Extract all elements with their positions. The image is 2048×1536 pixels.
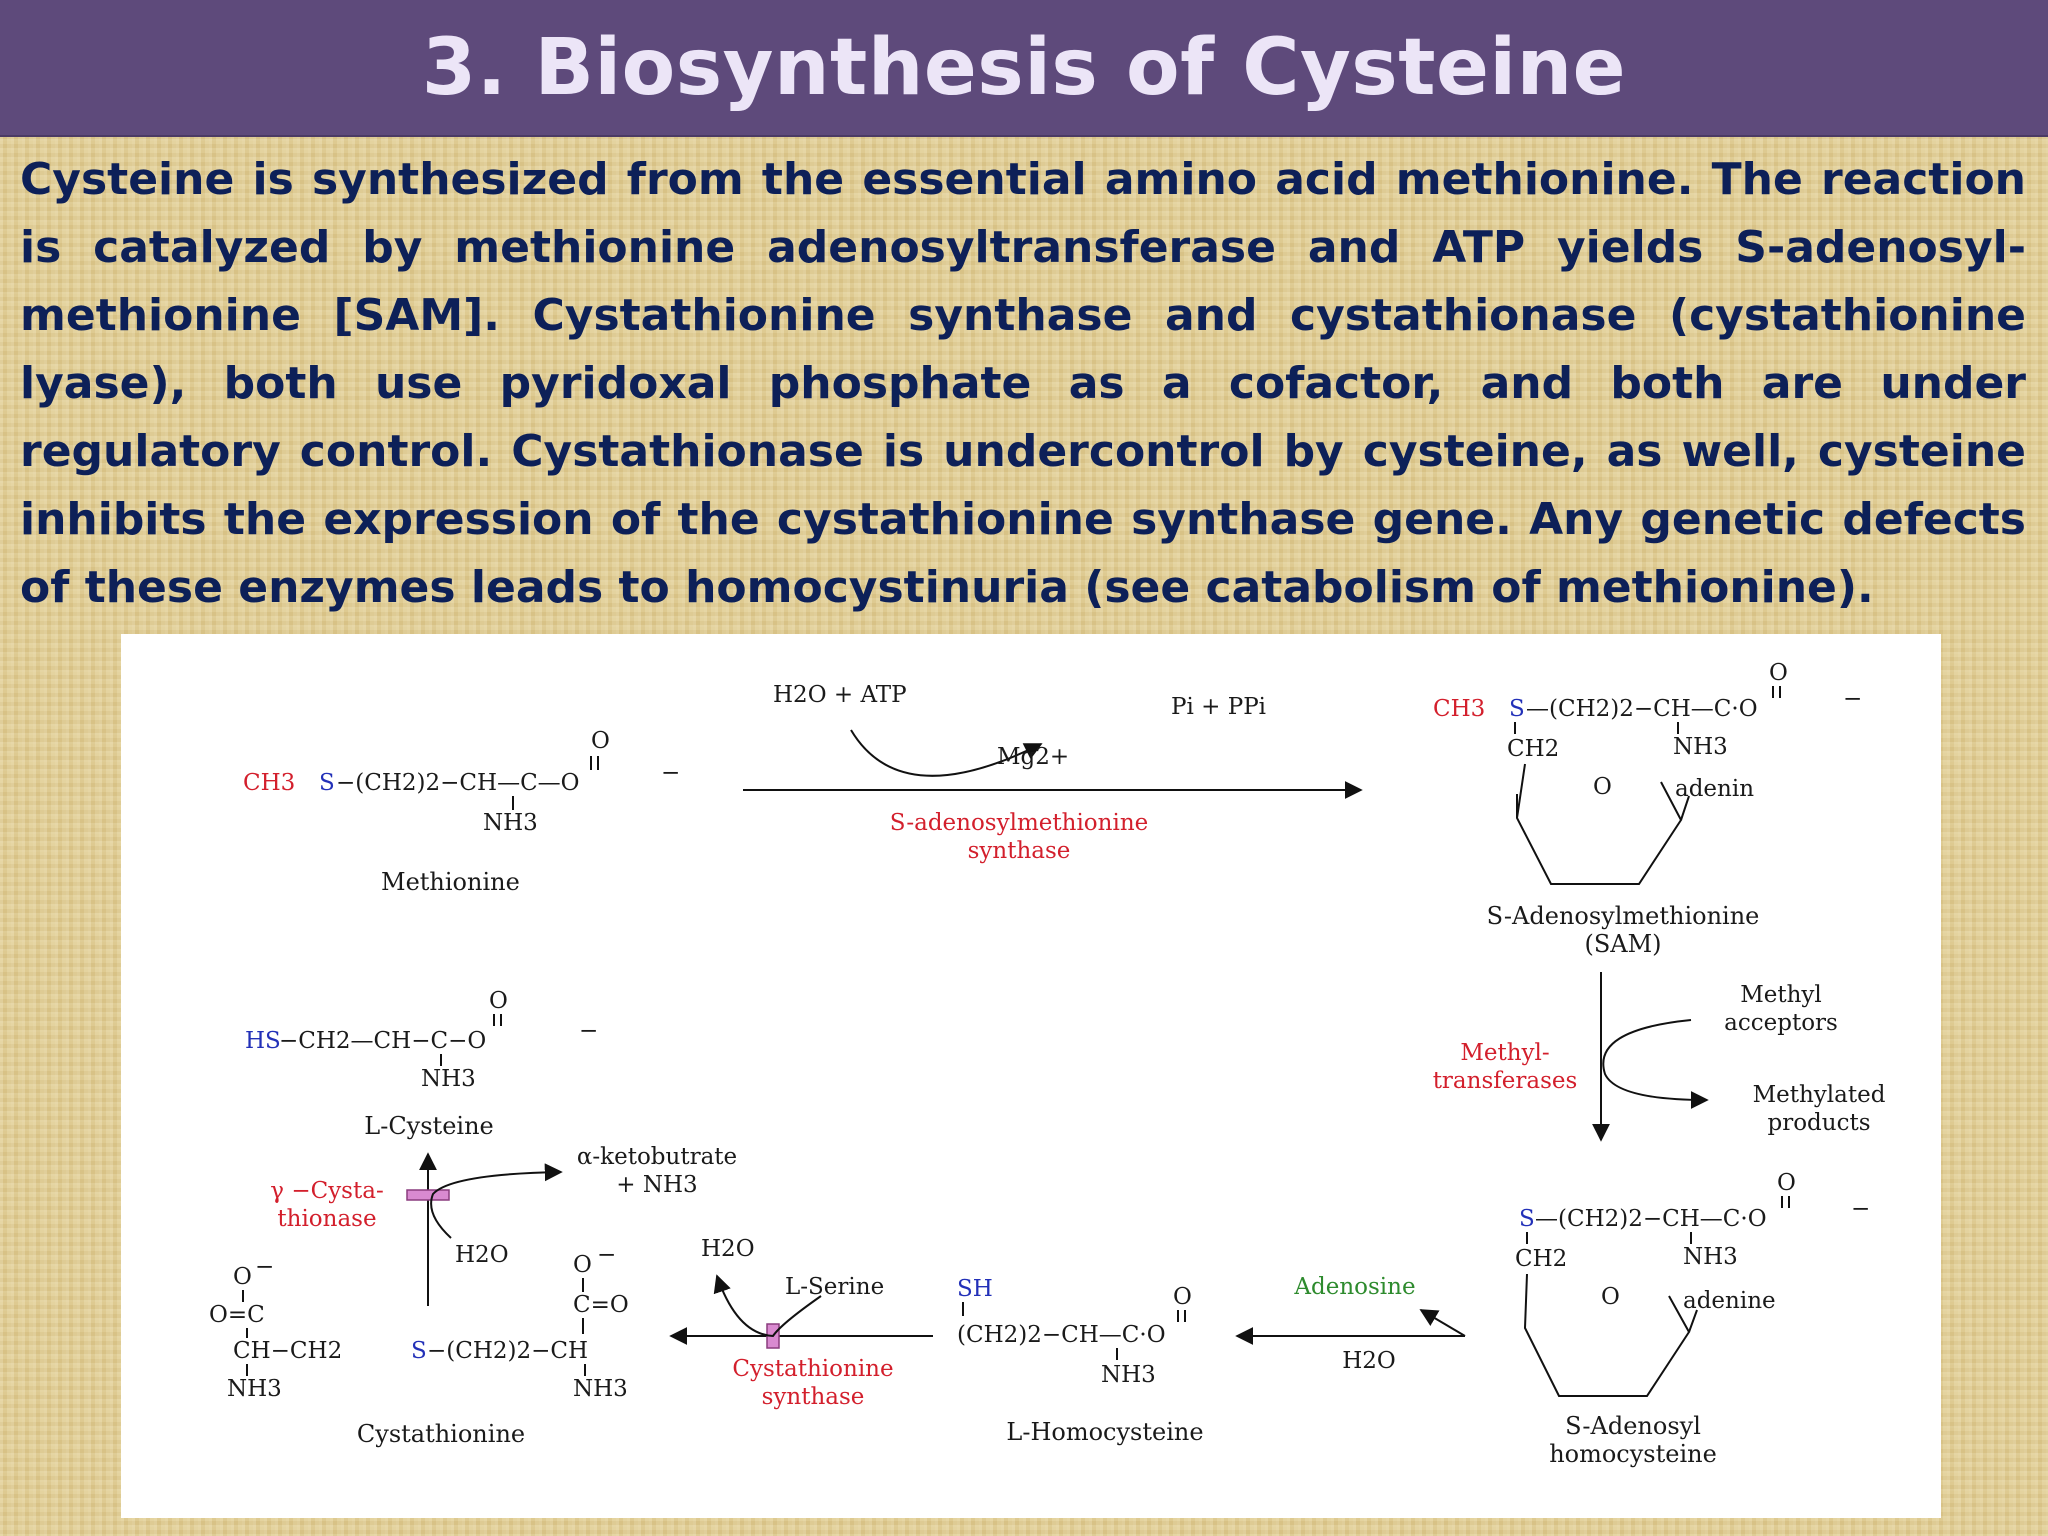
cystathionine-structure: O − O=C CH−CH2 S −(CH2)2−CH O − C=O NH3 … bbox=[209, 1242, 629, 1448]
step5-enzyme-line2: thionase bbox=[277, 1206, 376, 1232]
step4-reaction: H2O L-Serine Cystathionine synthase bbox=[669, 1236, 933, 1410]
methionine-ch3: CH3 bbox=[243, 770, 295, 796]
step3-reaction: Adenosine H2O bbox=[1235, 1274, 1466, 1374]
step2-reaction: Methyl acceptors Methyl- transferases Me… bbox=[1433, 972, 1886, 1142]
svg-text:−: − bbox=[597, 1242, 616, 1268]
step2-enzyme-line2: transferases bbox=[1433, 1068, 1578, 1094]
cysteine-carbonyl-o: O bbox=[489, 988, 508, 1014]
cystathionine-left-nh3: NH3 bbox=[227, 1376, 282, 1402]
step4-enzyme-line1: Cystathionine bbox=[732, 1356, 893, 1382]
homocysteine-structure: SH (CH2)2−CH—C·O O NH3 L-Homocysteine bbox=[957, 1276, 1204, 1446]
cysteine-nh3: NH3 bbox=[421, 1066, 476, 1092]
cystathionine-left-carboxyl: O=C bbox=[209, 1302, 265, 1328]
step5-water: H2O bbox=[455, 1242, 509, 1268]
sah-carbonyl-o: O bbox=[1777, 1170, 1796, 1196]
cysteine-hs: HS bbox=[245, 1028, 281, 1054]
homocysteine-nh3: NH3 bbox=[1101, 1362, 1156, 1388]
sam-ring-o: O bbox=[1593, 774, 1612, 800]
sam-sulfur: S bbox=[1509, 696, 1525, 722]
sam-label-line2: (SAM) bbox=[1584, 930, 1661, 958]
sam-ch3: CH3 bbox=[1433, 696, 1485, 722]
sam-base: adenin bbox=[1675, 776, 1754, 802]
cystathionine-right-o: O bbox=[573, 1252, 592, 1278]
step4-water: H2O bbox=[701, 1236, 755, 1262]
pathway-diagram: CH3 S −(CH2)2−CH—C—O O − NH3 Methionine … bbox=[121, 634, 1941, 1518]
step3-adenosine: Adenosine bbox=[1293, 1274, 1415, 1300]
sah-label-line2: homocysteine bbox=[1549, 1440, 1717, 1468]
methionine-sulfur: S bbox=[319, 770, 335, 796]
sam-label-line1: S-Adenosylmethionine bbox=[1487, 902, 1760, 930]
step3-branch-arrow bbox=[1419, 1309, 1466, 1337]
methionine-carbonyl-o: O bbox=[591, 728, 610, 754]
step4-curved-arrow bbox=[713, 1274, 822, 1338]
methionine-structure: CH3 S −(CH2)2−CH—C—O O − NH3 Methionine bbox=[243, 728, 680, 896]
cysteine-structure: HS −CH2—CH−C−O O − NH3 L-Cysteine bbox=[245, 988, 598, 1140]
homocysteine-label: L-Homocysteine bbox=[1006, 1418, 1203, 1446]
step2-curved-arrow bbox=[1602, 1019, 1709, 1109]
sam-nh3: NH3 bbox=[1673, 734, 1728, 760]
slide-title: 3. Biosynthesis of Cysteine bbox=[0, 0, 2048, 137]
cystathionine-right-carboxyl: C=O bbox=[573, 1292, 629, 1318]
step2-products-line2: products bbox=[1767, 1110, 1870, 1136]
cystathionine-left-chain: CH−CH2 bbox=[233, 1338, 342, 1364]
sah-charge: − bbox=[1851, 1196, 1870, 1222]
methionine-nh3: NH3 bbox=[483, 810, 538, 836]
homocysteine-chain: (CH2)2−CH—C·O bbox=[957, 1322, 1166, 1348]
step1-products: Pi + PPi bbox=[1171, 694, 1266, 720]
sah-ring-o: O bbox=[1601, 1284, 1620, 1310]
step1-reaction: H2O + ATP Pi + PPi Mg2+ S-adenosylmethio… bbox=[743, 682, 1363, 864]
step5-reaction: γ −Cysta- thionase H2O α-ketobutrate + N… bbox=[270, 1144, 737, 1306]
sah-ribose-ring bbox=[1523, 1273, 1691, 1397]
cystathionine-right-chain: −(CH2)2−CH bbox=[427, 1338, 588, 1364]
step5-products-line1: α-ketobutrate bbox=[577, 1144, 737, 1170]
methionine-label: Methionine bbox=[381, 868, 520, 896]
step2-enzyme-line1: Methyl- bbox=[1460, 1040, 1549, 1066]
step5-enzyme-marker bbox=[406, 1189, 450, 1201]
cystathionine-left-o: O bbox=[233, 1264, 252, 1290]
step5-enzyme-line1: γ −Cysta- bbox=[270, 1178, 383, 1204]
homocysteine-carbonyl-o: O bbox=[1173, 1284, 1192, 1310]
sah-structure: S —(CH2)2−CH—C·O O − NH3 CH2 O adenine S… bbox=[1515, 1170, 1870, 1468]
sah-chain: —(CH2)2−CH—C·O bbox=[1535, 1206, 1767, 1232]
step1-enzyme-line1: S-adenosylmethionine bbox=[890, 810, 1149, 836]
cystathionine-label: Cystathionine bbox=[357, 1420, 525, 1448]
step2-acceptors-line2: acceptors bbox=[1724, 1010, 1838, 1036]
cysteine-charge: − bbox=[579, 1018, 598, 1044]
sah-label-line1: S-Adenosyl bbox=[1565, 1412, 1701, 1440]
cystathionine-right-nh3: NH3 bbox=[573, 1376, 628, 1402]
step4-serine: L-Serine bbox=[785, 1274, 884, 1300]
step5-curved-arrow bbox=[430, 1163, 563, 1239]
sah-nh3: NH3 bbox=[1683, 1244, 1738, 1270]
step2-products-line1: Methylated bbox=[1753, 1082, 1886, 1108]
pathway-svg: CH3 S −(CH2)2−CH—C—O O − NH3 Methionine … bbox=[209, 660, 1886, 1468]
step1-enzyme-line2: synthase bbox=[968, 838, 1071, 864]
sah-sulfur: S bbox=[1519, 1206, 1535, 1232]
body-paragraph: Cysteine is synthesized from the essenti… bbox=[20, 154, 2026, 613]
step1-cofactor: Mg2+ bbox=[997, 744, 1069, 770]
sah-base: adenine bbox=[1683, 1288, 1776, 1314]
step4-enzyme-line2: synthase bbox=[762, 1384, 865, 1410]
svg-text:−: − bbox=[255, 1254, 274, 1280]
methionine-charge: − bbox=[661, 760, 680, 786]
step2-acceptors-line1: Methyl bbox=[1740, 982, 1822, 1008]
sah-ch2: CH2 bbox=[1515, 1246, 1567, 1272]
cysteine-label: L-Cysteine bbox=[364, 1112, 493, 1140]
homocysteine-sh: SH bbox=[957, 1276, 993, 1302]
step1-reagents: H2O + ATP bbox=[773, 682, 907, 708]
cysteine-chain: −CH2—CH−C−O bbox=[279, 1028, 486, 1054]
methionine-chain: −(CH2)2−CH—C—O bbox=[336, 770, 580, 796]
sam-charge: − bbox=[1843, 686, 1862, 712]
sam-chain: —(CH2)2−CH—C·O bbox=[1526, 696, 1758, 722]
step1-curved-arrow bbox=[850, 729, 1043, 777]
step5-products-line2: + NH3 bbox=[616, 1172, 697, 1198]
sam-carbonyl-o: O bbox=[1769, 660, 1788, 686]
cystathionine-sulfur: S bbox=[411, 1338, 427, 1364]
step3-water: H2O bbox=[1342, 1348, 1396, 1374]
sam-structure: CH3 S —(CH2)2−CH—C·O O − NH3 CH2 O adeni… bbox=[1433, 660, 1862, 958]
sam-ch2: CH2 bbox=[1507, 736, 1559, 762]
sam-ribose-ring bbox=[1515, 763, 1683, 885]
